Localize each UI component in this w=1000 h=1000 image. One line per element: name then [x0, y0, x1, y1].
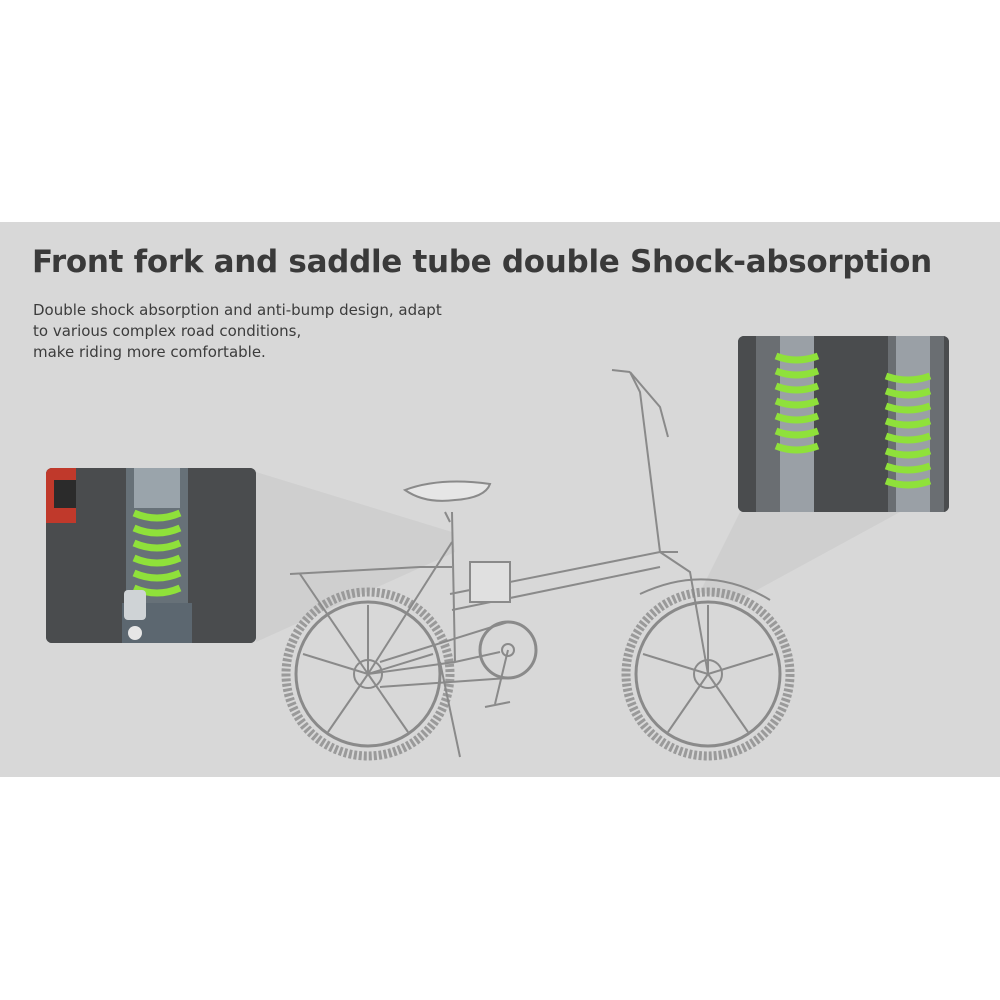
saddle-spring-closeup	[46, 468, 256, 643]
description-line: to various complex road conditions,	[33, 322, 302, 340]
description-line: Double shock absorption and anti-bump de…	[33, 301, 442, 319]
front-fork-spring-closeup	[738, 336, 949, 512]
folding-ebike-illustration	[281, 369, 795, 761]
page-title: Front fork and saddle tube double Shock-…	[32, 244, 932, 280]
highlight-beams	[256, 472, 900, 642]
description-line: make riding more comfortable.	[33, 343, 266, 361]
feature-banner: Front fork and saddle tube double Shock-…	[0, 222, 1000, 777]
feature-description: Double shock absorption and anti-bump de…	[33, 300, 442, 363]
